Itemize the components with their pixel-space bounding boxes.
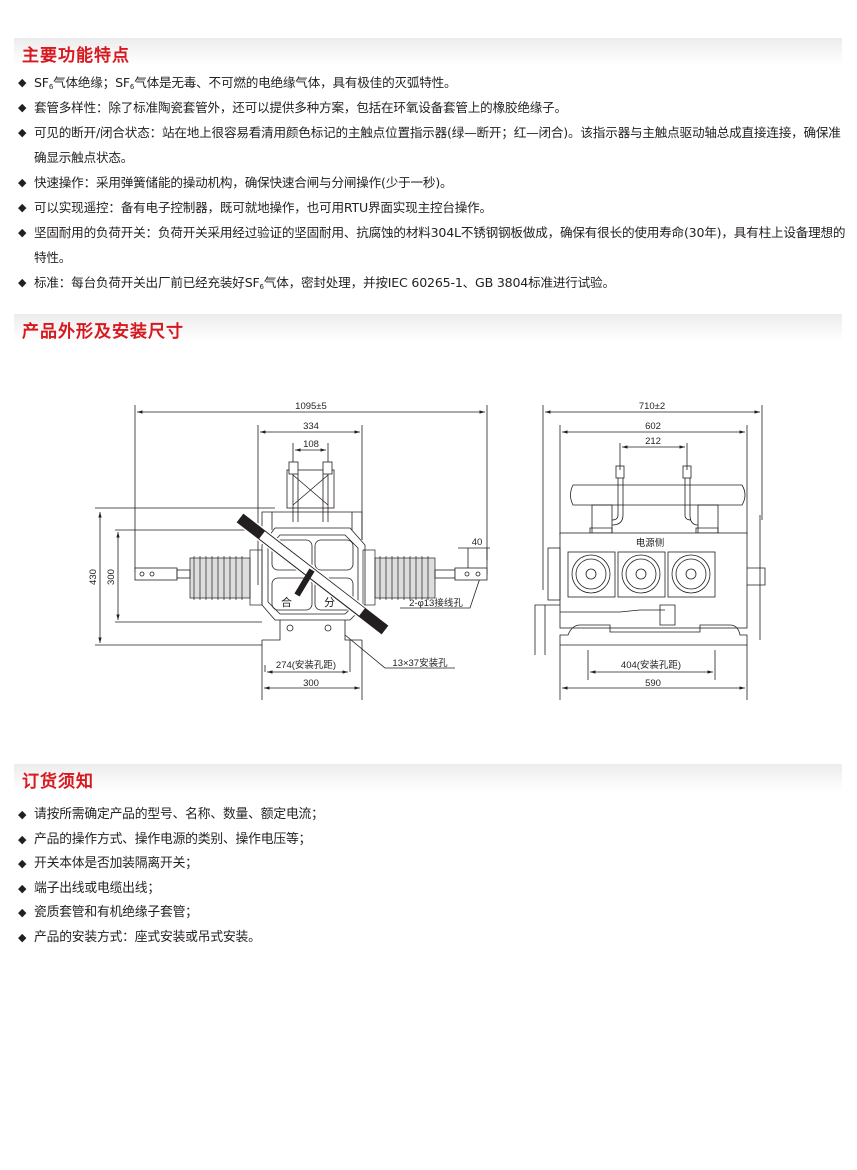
ordering-item: ◆ 端子出线或电缆出线；: [18, 877, 848, 902]
bullet-icon: ◆: [18, 276, 27, 289]
bullet-icon: ◆: [18, 76, 27, 89]
ordering-list: ◆ 请按所需确定产品的型号、名称、数量、额定电流； ◆ 产品的操作方式、操作电源的类别…: [18, 803, 848, 950]
dim-terminal: 40: [472, 537, 483, 548]
section-title: 产品外形及安装尺寸: [22, 322, 184, 342]
ordering-text: 瓷质套管和有机绝缘子套管；: [34, 905, 198, 920]
feature-text: SF: [34, 75, 49, 90]
ordering-text: 端子出线或电缆出线；: [34, 880, 160, 896]
bullet-icon: ◆: [18, 906, 27, 919]
side-dim-clamp-spacing: 212: [645, 436, 661, 447]
ordering-item: ◆ 瓷质套管和有机绝缘子套管；: [18, 901, 848, 926]
ordering-item: ◆ 产品的操作方式、操作电源的类别、操作电压等；: [18, 828, 848, 853]
feature-text: 标准：每台负荷开关出厂前已经充装好SF: [34, 275, 260, 290]
bullet-icon: ◆: [18, 881, 27, 895]
section-header-features: 主要功能特点: [14, 38, 842, 66]
feature-item: ◆ 可见的断开/闭合状态：站在地上很容易看清用颜色标记的主触点位置指示器(绿—断开…: [18, 120, 848, 170]
ordering-item: ◆ 请按所需确定产品的型号、名称、数量、额定电流；: [18, 803, 848, 828]
feature-text: 可以实现遥控：备有电子控制器，既可就地操作，也可用RTU界面实现主控台操作。: [34, 200, 492, 215]
bullet-icon: ◆: [18, 126, 27, 139]
dim-base-width: 300: [303, 678, 319, 689]
side-dim-overall-width: 710±2: [639, 401, 665, 412]
side-view-drawing: 710±2 602 212 电源侧 404(安装孔距) 590: [534, 401, 766, 700]
bullet-icon: ◆: [18, 176, 27, 189]
bullet-icon: ◆: [18, 226, 27, 239]
dim-body-height: 300: [106, 569, 117, 585]
dim-overall-height: 430: [88, 569, 99, 585]
bullet-icon: ◆: [18, 201, 27, 214]
source-side-label: 电源侧: [636, 537, 665, 549]
dim-body-width: 334: [303, 421, 319, 432]
side-dim-body-width: 602: [645, 421, 661, 432]
close-label: 合: [281, 595, 292, 609]
feature-item: ◆ 快速操作：采用弹簧储能的操动机构，确保快速合闸与分闸操作(少于一秒)。: [18, 170, 848, 195]
feature-text: 快速操作：采用弹簧储能的操动机构，确保快速合闸与分闸操作(少于一秒)。: [34, 175, 453, 190]
feature-item: ◆ 标准：每台负荷开关出厂前已经充装好SF6气体，密封处理，并按IEC 60265…: [18, 270, 848, 295]
feature-text: 套管多样性：除了标准陶瓷套管外，还可以提供多种方案，包括在环氧设备套管上的橡胶绝…: [34, 100, 567, 115]
feature-item: ◆SF6气体绝缘；SF6气体是无毒、不可燃的电绝缘气体，具有极佳的灭弧特性。: [18, 70, 848, 95]
feature-text: 气体绝缘；SF: [53, 75, 130, 90]
feature-item: ◆ 坚固耐用的负荷开关：负荷开关采用经过验证的坚固耐用、抗腐蚀的材料304L不锈钢…: [18, 220, 848, 270]
terminal-hole-label: 2-φ13接线孔: [409, 597, 463, 609]
ordering-text: 产品的操作方式、操作电源的类别、操作电压等；: [34, 831, 312, 847]
features-list: ◆SF6气体绝缘；SF6气体是无毒、不可燃的电绝缘气体，具有极佳的灭弧特性。◆套…: [18, 70, 848, 295]
side-dim-base-width: 590: [645, 678, 661, 689]
feature-text: 气体是无毒、不可燃的电绝缘气体，具有极佳的灭弧特性。: [134, 75, 457, 90]
feature-text: 坚固耐用的负荷开关：负荷开关采用经过验证的坚固耐用、抗腐蚀的材料304L不锈钢钢…: [34, 225, 846, 265]
section-header-dimensions: 产品外形及安装尺寸: [14, 314, 842, 342]
bullet-icon: ◆: [18, 857, 27, 870]
section-header-ordering: 订货须知: [14, 764, 842, 792]
ordering-text: 开关本体是否加装隔离开关；: [34, 856, 198, 871]
bullet-icon: ◆: [18, 930, 27, 944]
feature-text: 可见的断开/闭合状态：站在地上很容易看清用颜色标记的主触点位置指示器(绿—断开；…: [34, 125, 841, 165]
subscript: 6: [129, 83, 135, 91]
front-view-drawing: 合 分 1095±5 334 108 430 300 40 2-φ13接线孔 2…: [88, 401, 490, 700]
open-label: 分: [324, 596, 335, 609]
dimension-drawings: 合 分 1095±5 334 108 430 300 40 2-φ13接线孔 2…: [88, 401, 766, 700]
side-dim-mount-hole-spacing: 404(安装孔距): [621, 659, 681, 671]
subscript: 6: [48, 83, 54, 91]
dim-mount-hole-spacing: 274(安装孔距): [276, 659, 336, 671]
bullet-icon: ◆: [18, 808, 27, 821]
mount-hole-label: 13×37安装孔: [392, 657, 448, 669]
section-title: 主要功能特点: [22, 46, 130, 66]
ordering-text: 产品的安装方式：座式安装或吊式安装。: [34, 929, 261, 945]
section-title: 订货须知: [22, 772, 94, 792]
feature-item: ◆ 可以实现遥控：备有电子控制器，既可就地操作，也可用RTU界面实现主控台操作。: [18, 195, 848, 220]
subscript: 6: [259, 283, 264, 291]
dim-clamp-spacing: 108: [303, 439, 319, 450]
feature-text: 气体，密封处理，并按IEC 60265-1、GB 3804标准进行试验。: [263, 275, 615, 290]
dim-overall-width: 1095±5: [295, 401, 327, 412]
ordering-item: ◆ 产品的安装方式：座式安装或吊式安装。: [18, 926, 848, 951]
bullet-icon: ◆: [18, 832, 27, 846]
ordering-text: 请按所需确定产品的型号、名称、数量、额定电流；: [34, 807, 324, 822]
bullet-icon: ◆: [18, 101, 27, 114]
feature-item: ◆ 套管多样性：除了标准陶瓷套管外，还可以提供多种方案，包括在环氧设备套管上的橡胶…: [18, 95, 848, 120]
ordering-item: ◆ 开关本体是否加装隔离开关；: [18, 852, 848, 877]
